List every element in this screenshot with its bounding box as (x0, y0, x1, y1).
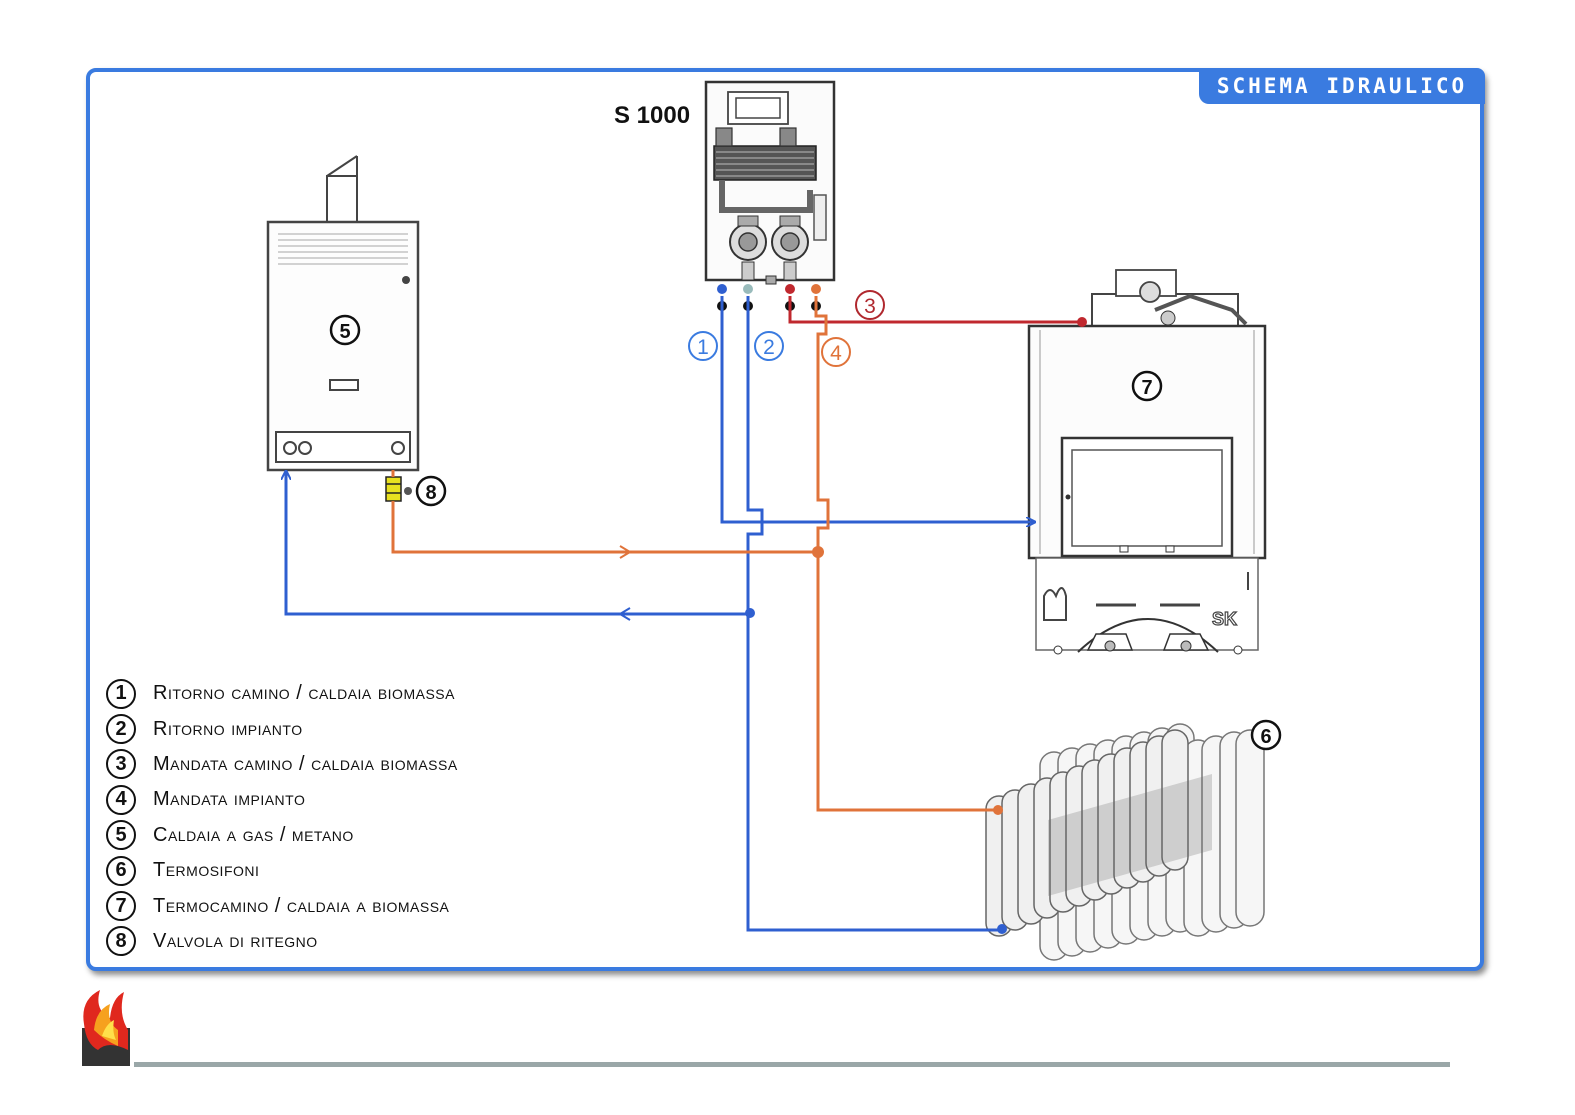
callout-5: 5 (329, 314, 361, 346)
legend-number: 3 (106, 749, 136, 780)
svg-text:8: 8 (425, 482, 436, 504)
flame-logo (82, 990, 130, 1066)
s1000-label: S 1000 (614, 102, 691, 129)
svg-text:1: 1 (697, 336, 709, 359)
legend-item: 3 Mandata camino / caldaia biomassa (106, 747, 458, 782)
legend-item: 7 Termocamino / caldaia a biomassa (106, 888, 458, 923)
pipe-4-orange (814, 296, 1000, 812)
legend: 1 Ritorno camino / caldaia biomassa 2 Ri… (106, 676, 458, 959)
legend-item: 5 Caldaia a gas / metano (106, 818, 458, 853)
svg-text:2: 2 (763, 336, 775, 359)
radiators (985, 723, 1265, 961)
svg-text:7: 7 (1141, 377, 1152, 399)
callout-8: 8 (415, 475, 447, 507)
legend-text: Valvola di ritegno (153, 929, 318, 952)
svg-text:6: 6 (1260, 726, 1271, 748)
callout-6: 6 (1250, 719, 1282, 751)
callout-3: 3 (855, 290, 885, 320)
legend-text: Mandata camino / caldaia biomassa (153, 752, 458, 775)
legend-text: Termosifoni (153, 859, 260, 882)
pipe-2-blue (746, 296, 1002, 932)
schema-title-tab: SCHEMA IDRAULICO (1199, 68, 1485, 104)
fireplace-brand-label: SK (1212, 609, 1237, 629)
fireplace-termocamino: SK (1027, 269, 1267, 655)
legend-number: 8 (106, 926, 136, 957)
callout-2: 2 (754, 331, 784, 361)
s1000-module (704, 80, 836, 311)
legend-text: Ritorno impianto (153, 717, 303, 740)
legend-number: 1 (106, 678, 136, 709)
legend-text: Caldaia a gas / metano (153, 823, 354, 846)
legend-item: 4 Mandata impianto (106, 782, 458, 817)
legend-number: 6 (106, 855, 136, 886)
pipe-1-blue (720, 296, 1034, 522)
gas-boiler (266, 155, 420, 472)
footer-divider (134, 1062, 1450, 1067)
pipe-3-red (788, 296, 1084, 324)
legend-text: Ritorno camino / caldaia biomassa (153, 682, 455, 705)
legend-text: Termocamino / caldaia a biomassa (153, 894, 450, 917)
legend-number: 2 (106, 714, 136, 745)
legend-item: 2 Ritorno impianto (106, 711, 458, 746)
pipe-orange-boiler (391, 501, 818, 554)
callout-7: 7 (1131, 370, 1163, 402)
legend-number: 5 (106, 820, 136, 851)
legend-item: 6 Termosifoni (106, 853, 458, 888)
pipe-blue-boiler (286, 472, 748, 616)
legend-number: 7 (106, 891, 136, 922)
legend-text: Mandata impianto (153, 788, 306, 811)
legend-number: 4 (106, 784, 136, 815)
radiator-front (985, 729, 1189, 937)
legend-item: 1 Ritorno camino / caldaia biomassa (106, 676, 458, 711)
check-valve (385, 470, 412, 502)
svg-text:5: 5 (339, 321, 350, 343)
legend-item: 8 Valvola di ritegno (106, 924, 458, 959)
svg-text:4: 4 (830, 342, 842, 365)
svg-text:3: 3 (864, 295, 876, 318)
callout-1: 1 (688, 331, 718, 361)
port-number-labels (717, 301, 821, 311)
callout-4: 4 (821, 337, 851, 367)
